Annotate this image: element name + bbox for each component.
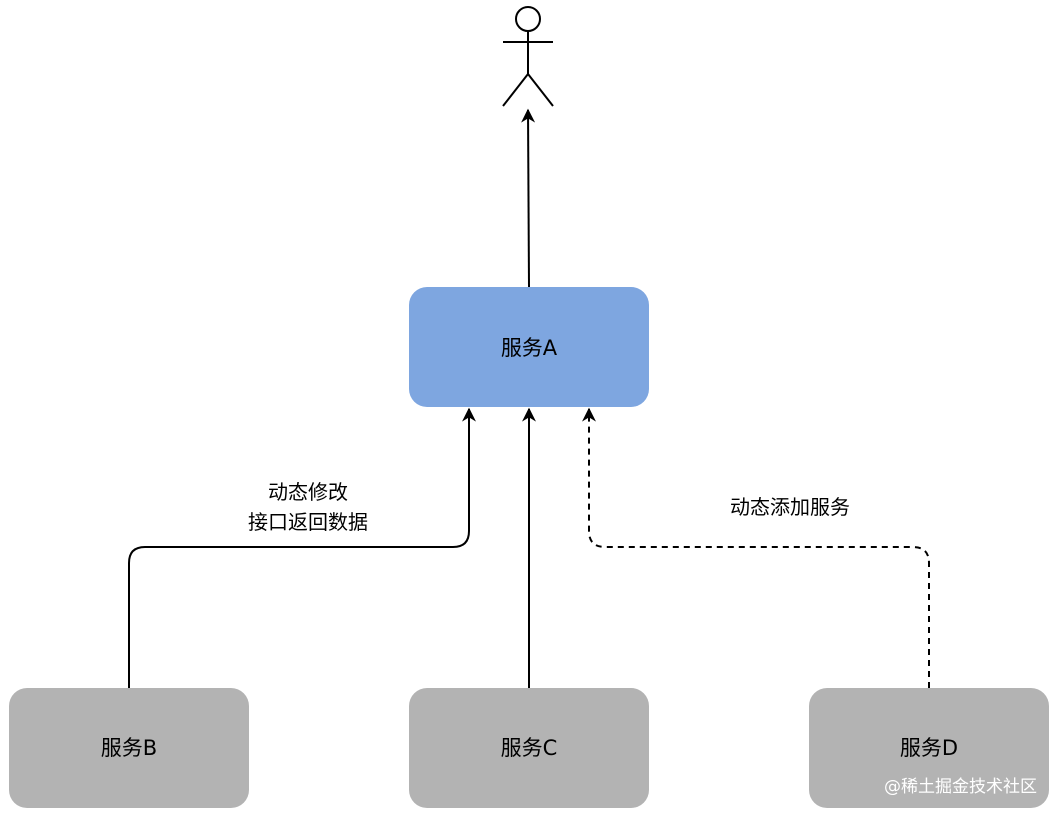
service-d-node[interactable]: 服务D [809, 688, 1049, 808]
edge-a-to-user [521, 108, 536, 288]
edge-b-to-a [128, 407, 476, 688]
user-actor-icon [502, 6, 554, 107]
watermark-text: @稀土掘金技术社区 [884, 777, 1037, 797]
service-d-label: 服务D [900, 736, 958, 760]
edge-d-to-a [582, 407, 930, 688]
service-a-node[interactable]: 服务A [409, 287, 649, 407]
service-c-node[interactable]: 服务C [409, 688, 649, 808]
service-b-label: 服务B [101, 736, 157, 760]
service-a-label: 服务A [501, 336, 558, 360]
edge-b-to-a-label-line2: 接口返回数据 [248, 510, 368, 534]
service-c-label: 服务C [501, 736, 558, 760]
edge-b-to-a-label-line1: 动态修改 [268, 480, 348, 504]
edge-d-to-a-label: 动态添加服务 [730, 495, 850, 519]
service-b-node[interactable]: 服务B [9, 688, 249, 808]
